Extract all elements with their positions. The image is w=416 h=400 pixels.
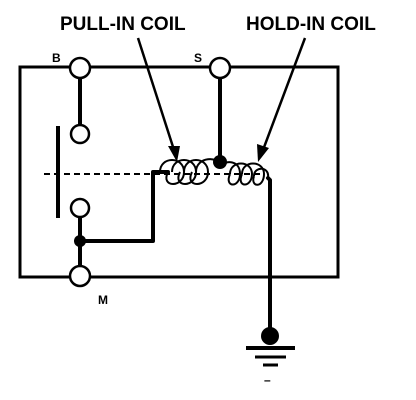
hold-in-coil-label: HOLD-IN COIL <box>246 14 376 35</box>
ground-minus-label: – <box>264 373 271 387</box>
terminal-b <box>68 56 92 80</box>
terminal-m <box>68 264 92 288</box>
terminal-s-label: S <box>194 51 202 65</box>
wire-hold-in-to-ground <box>266 176 272 337</box>
junction-dot-s <box>213 155 227 169</box>
hold-in-coil-pointer <box>257 37 307 162</box>
solenoid-housing <box>18 65 340 279</box>
wire-pull-in-to-m <box>78 170 170 243</box>
ground-symbol <box>246 346 295 367</box>
ground-connection-dot <box>261 327 279 345</box>
pull-in-coil-pointer <box>136 37 180 162</box>
pull-in-coil-label: PULL-IN COIL <box>60 14 186 35</box>
junction-dot-m <box>74 235 86 247</box>
terminal-m-label: M <box>98 293 108 307</box>
terminal-b-label: B <box>52 51 61 65</box>
contact-lower <box>69 197 91 219</box>
contact-upper <box>69 123 91 145</box>
terminal-s <box>208 56 232 80</box>
